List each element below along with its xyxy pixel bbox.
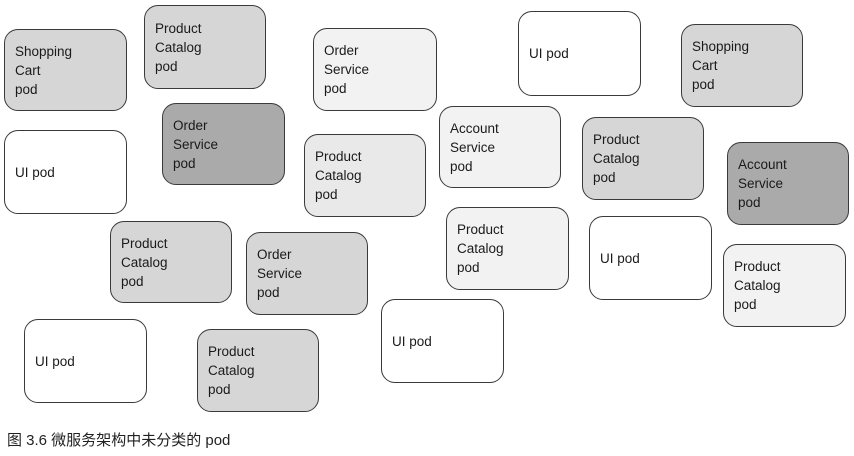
pod-label-line: pod [593,170,616,185]
pod-label-line: Catalog [734,278,781,293]
pod-label-line: Product [734,259,781,274]
pod-label-line: pod [457,260,480,275]
pod-label-line: Cart [692,58,718,73]
pod-label-line: pod [692,77,715,92]
pod-label-line: Product [121,235,168,251]
pod-label-line: UI pod [600,250,640,266]
pod-label-line: UI pod [35,353,75,369]
pod-label-line: pod [450,158,473,174]
pod-label-line: pod [208,382,231,397]
pod-label-line: Order [173,117,208,133]
pod-label-line: Service [450,139,496,155]
figure-caption: 图 3.6 微服务架构中未分类的 pod [7,432,231,449]
pod-label-line: Product [593,132,640,147]
pod-label-line: pod [121,273,144,289]
pod-label-line: Service [324,62,370,77]
pod-label-line: Account [450,120,499,136]
pod-label-line: Catalog [121,254,168,270]
pod-label-line: Catalog [457,241,504,256]
pod-label-line: Cart [15,62,41,78]
pod-label-line: Service [738,176,784,191]
pod-label-line: Product [457,222,504,237]
pod-label-line: Service [257,266,303,281]
pod-box: UI pod [381,299,504,383]
pod-box: UI pod [589,216,712,300]
pod-label-line: Product [208,344,255,359]
pod-label-line: pod [257,285,280,300]
pod-label-line: Product [155,20,202,36]
pod-label-line: Service [173,136,219,152]
pod-box: UI pod [24,319,147,403]
pod-label-line: Shopping [15,43,73,59]
pod-label-line: Catalog [315,168,362,183]
pod-label-line: Order [257,247,292,262]
pod-label-line: Account [738,157,787,172]
pod-label-line: Product [315,149,362,164]
pod-box: UI pod [518,11,641,96]
pod-label-line: pod [15,81,38,97]
pod-label-line: pod [734,297,757,312]
pod-label-line: UI pod [392,333,432,349]
pod-label-line: pod [315,187,338,202]
pod-label-line: Catalog [593,151,640,166]
pod-label-line: Shopping [692,39,750,54]
pod-box: UI pod [4,130,127,214]
pod-label-line: Catalog [155,39,202,55]
pod-label-line: UI pod [15,164,55,180]
pod-label-line: pod [738,195,761,210]
pod-label-line: pod [173,155,196,171]
pod-label-line: Order [324,43,359,58]
pod-label-line: pod [155,58,178,74]
pod-label-line: Catalog [208,363,255,378]
pod-label-line: UI pod [529,46,569,61]
pod-label-line: pod [324,81,347,96]
